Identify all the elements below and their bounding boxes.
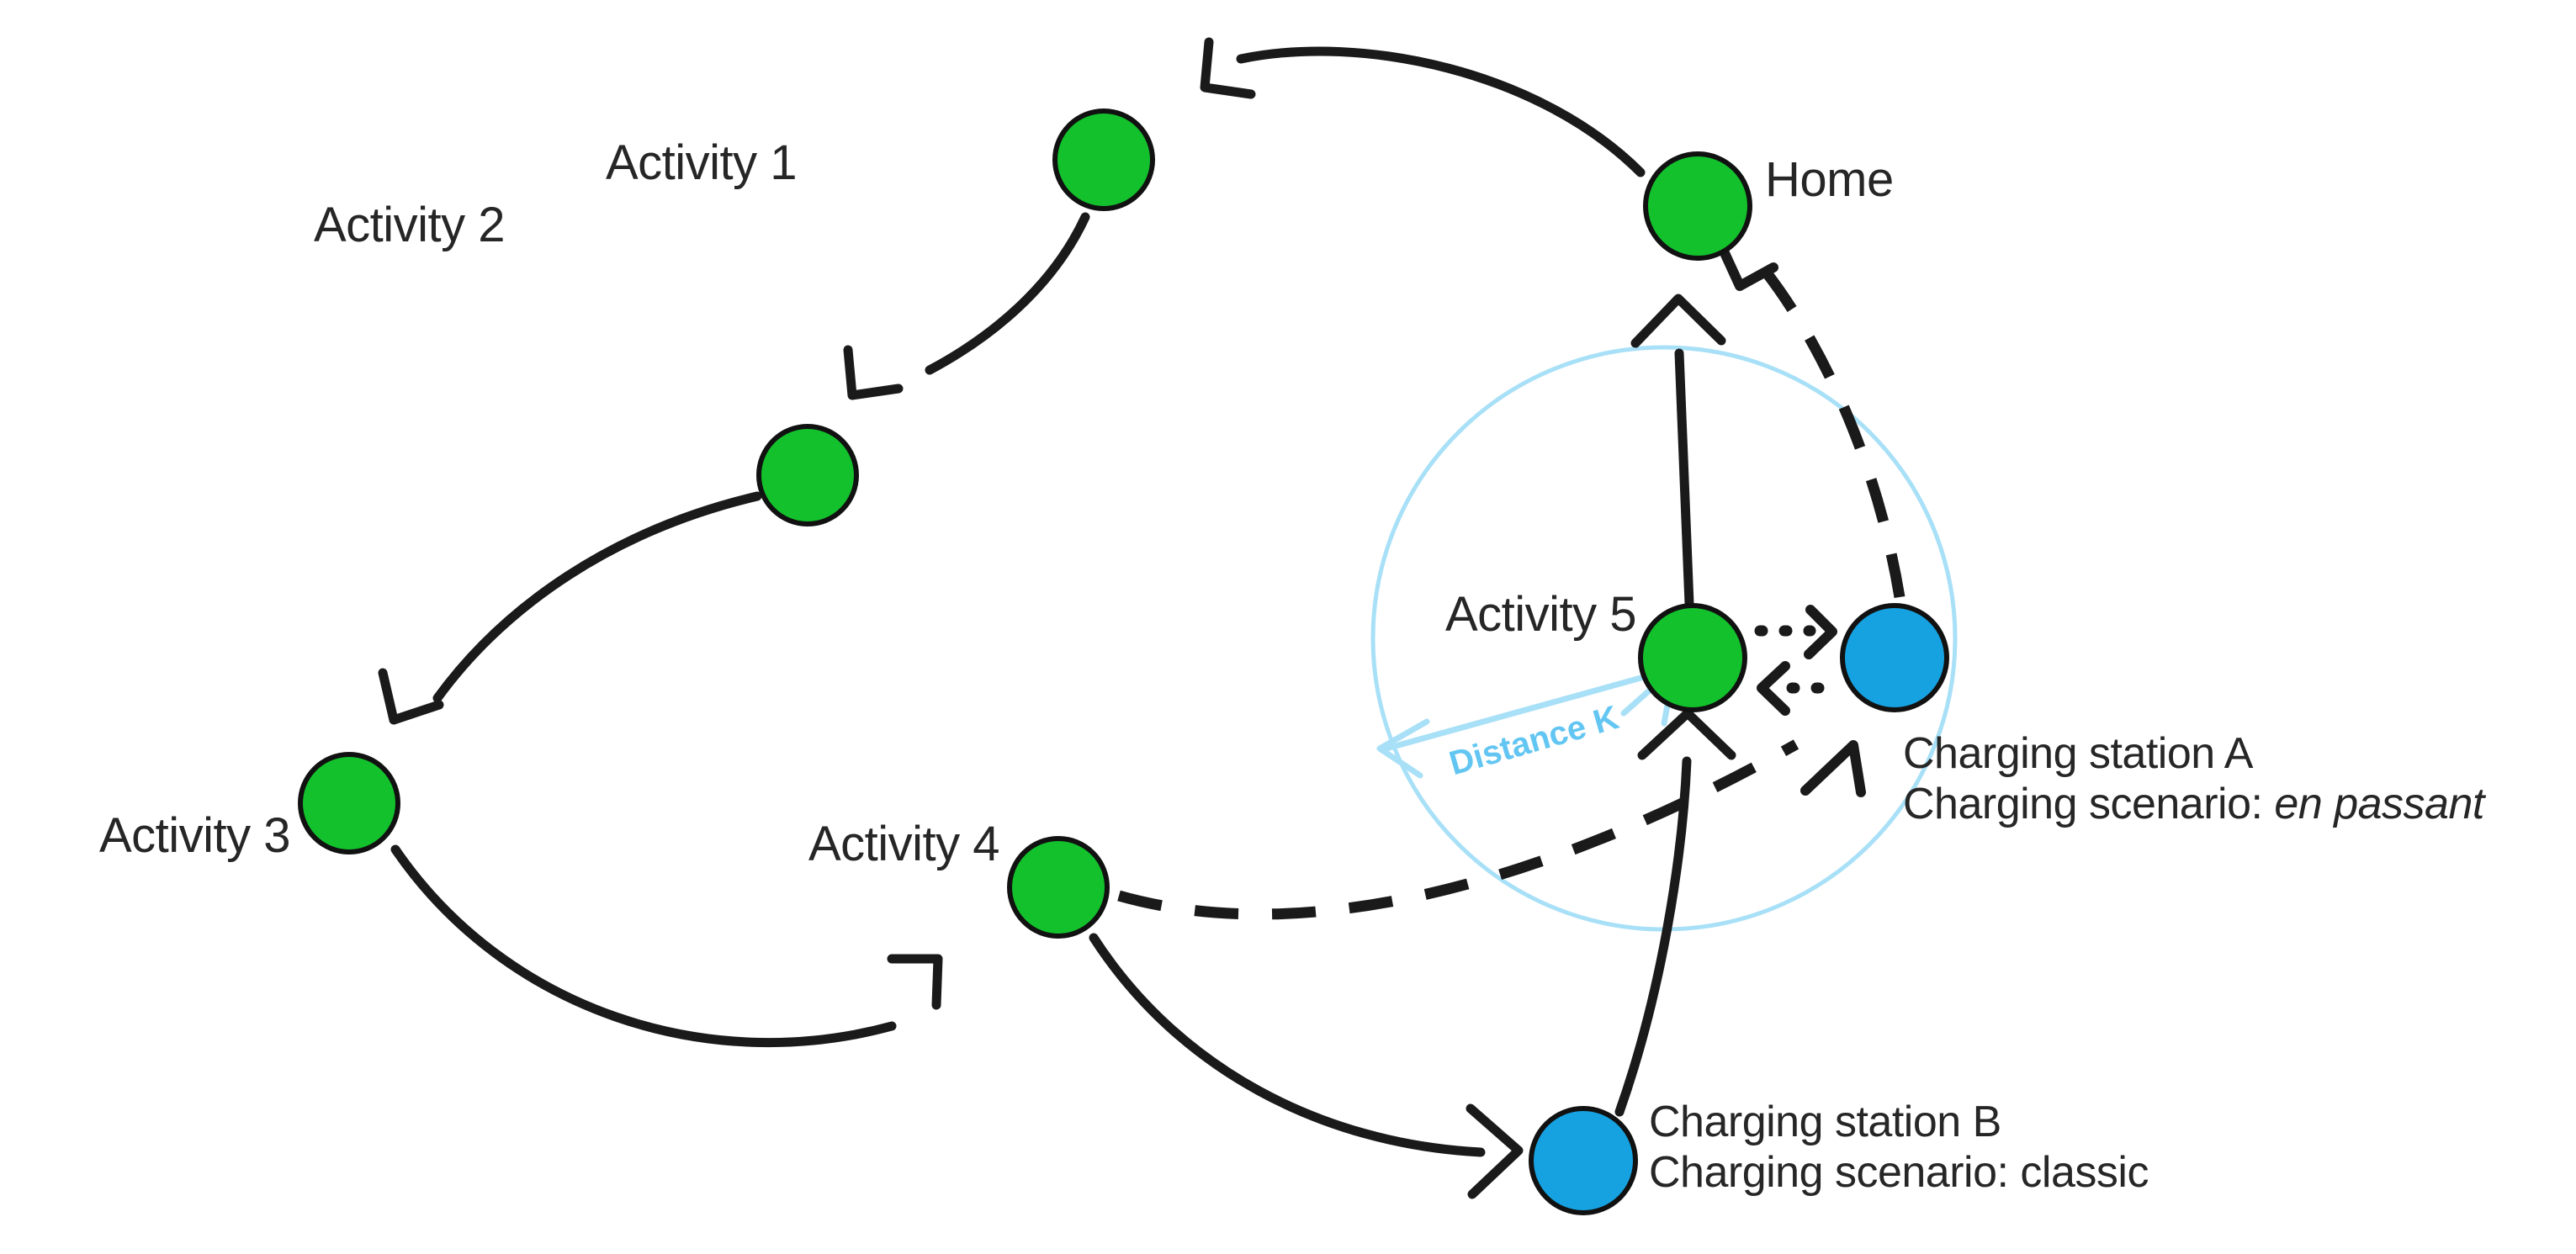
station-a-scenario-prefix: Charging scenario: — [1903, 780, 2275, 829]
edge-activity5-to-home — [1630, 294, 1726, 609]
station-a-name: Charging station A — [1903, 729, 2253, 778]
node-activity1[interactable] — [1052, 108, 1155, 211]
label-activity3: Activity 3 — [98, 808, 291, 863]
label-activity4: Activity 4 — [808, 817, 1000, 871]
node-home[interactable] — [1643, 151, 1752, 261]
station-b-name: Charging station B — [1649, 1098, 2001, 1146]
station-b-scenario-prefix: Charging scenario: — [1649, 1148, 2021, 1198]
edge-activity1-to-activity2 — [843, 212, 1090, 400]
label-charging-station-b: Charging station B Charging scenario: cl… — [1649, 1097, 2149, 1198]
edge-station-a-to-activity5 — [1757, 661, 1845, 716]
node-activity2[interactable] — [756, 424, 859, 526]
node-activity4[interactable] — [1007, 836, 1110, 939]
edge-activity3-to-activity4 — [390, 844, 943, 1048]
node-activity3[interactable] — [298, 752, 400, 855]
label-home: Home — [1765, 152, 1894, 207]
node-charging-station-a[interactable] — [1840, 603, 1949, 712]
station-a-scenario: Charging scenario: en passant — [1903, 779, 2484, 829]
station-a-scenario-value: en passant — [2274, 780, 2484, 829]
label-activity5: Activity 5 — [1444, 587, 1637, 642]
station-b-scenario: Charging scenario: classic — [1649, 1147, 2149, 1198]
edge-activity4-to-station-b — [1089, 933, 1524, 1199]
node-charging-station-b[interactable] — [1529, 1106, 1638, 1215]
label-activity1: Activity 1 — [605, 135, 798, 190]
edge-activity5-to-station-a — [1754, 605, 1837, 659]
label-activity2: Activity 2 — [313, 198, 506, 252]
edge-activity4-to-station-a — [1117, 739, 1866, 920]
edge-station-a-to-home — [1716, 241, 1905, 599]
node-activity5[interactable] — [1638, 603, 1747, 712]
label-charging-station-a: Charging station A Charging scenario: en… — [1903, 728, 2484, 830]
edge-home-to-activity1 — [1200, 37, 1646, 177]
edge-activity2-to-activity3 — [378, 491, 762, 725]
station-b-scenario-value: classic — [2020, 1148, 2149, 1198]
